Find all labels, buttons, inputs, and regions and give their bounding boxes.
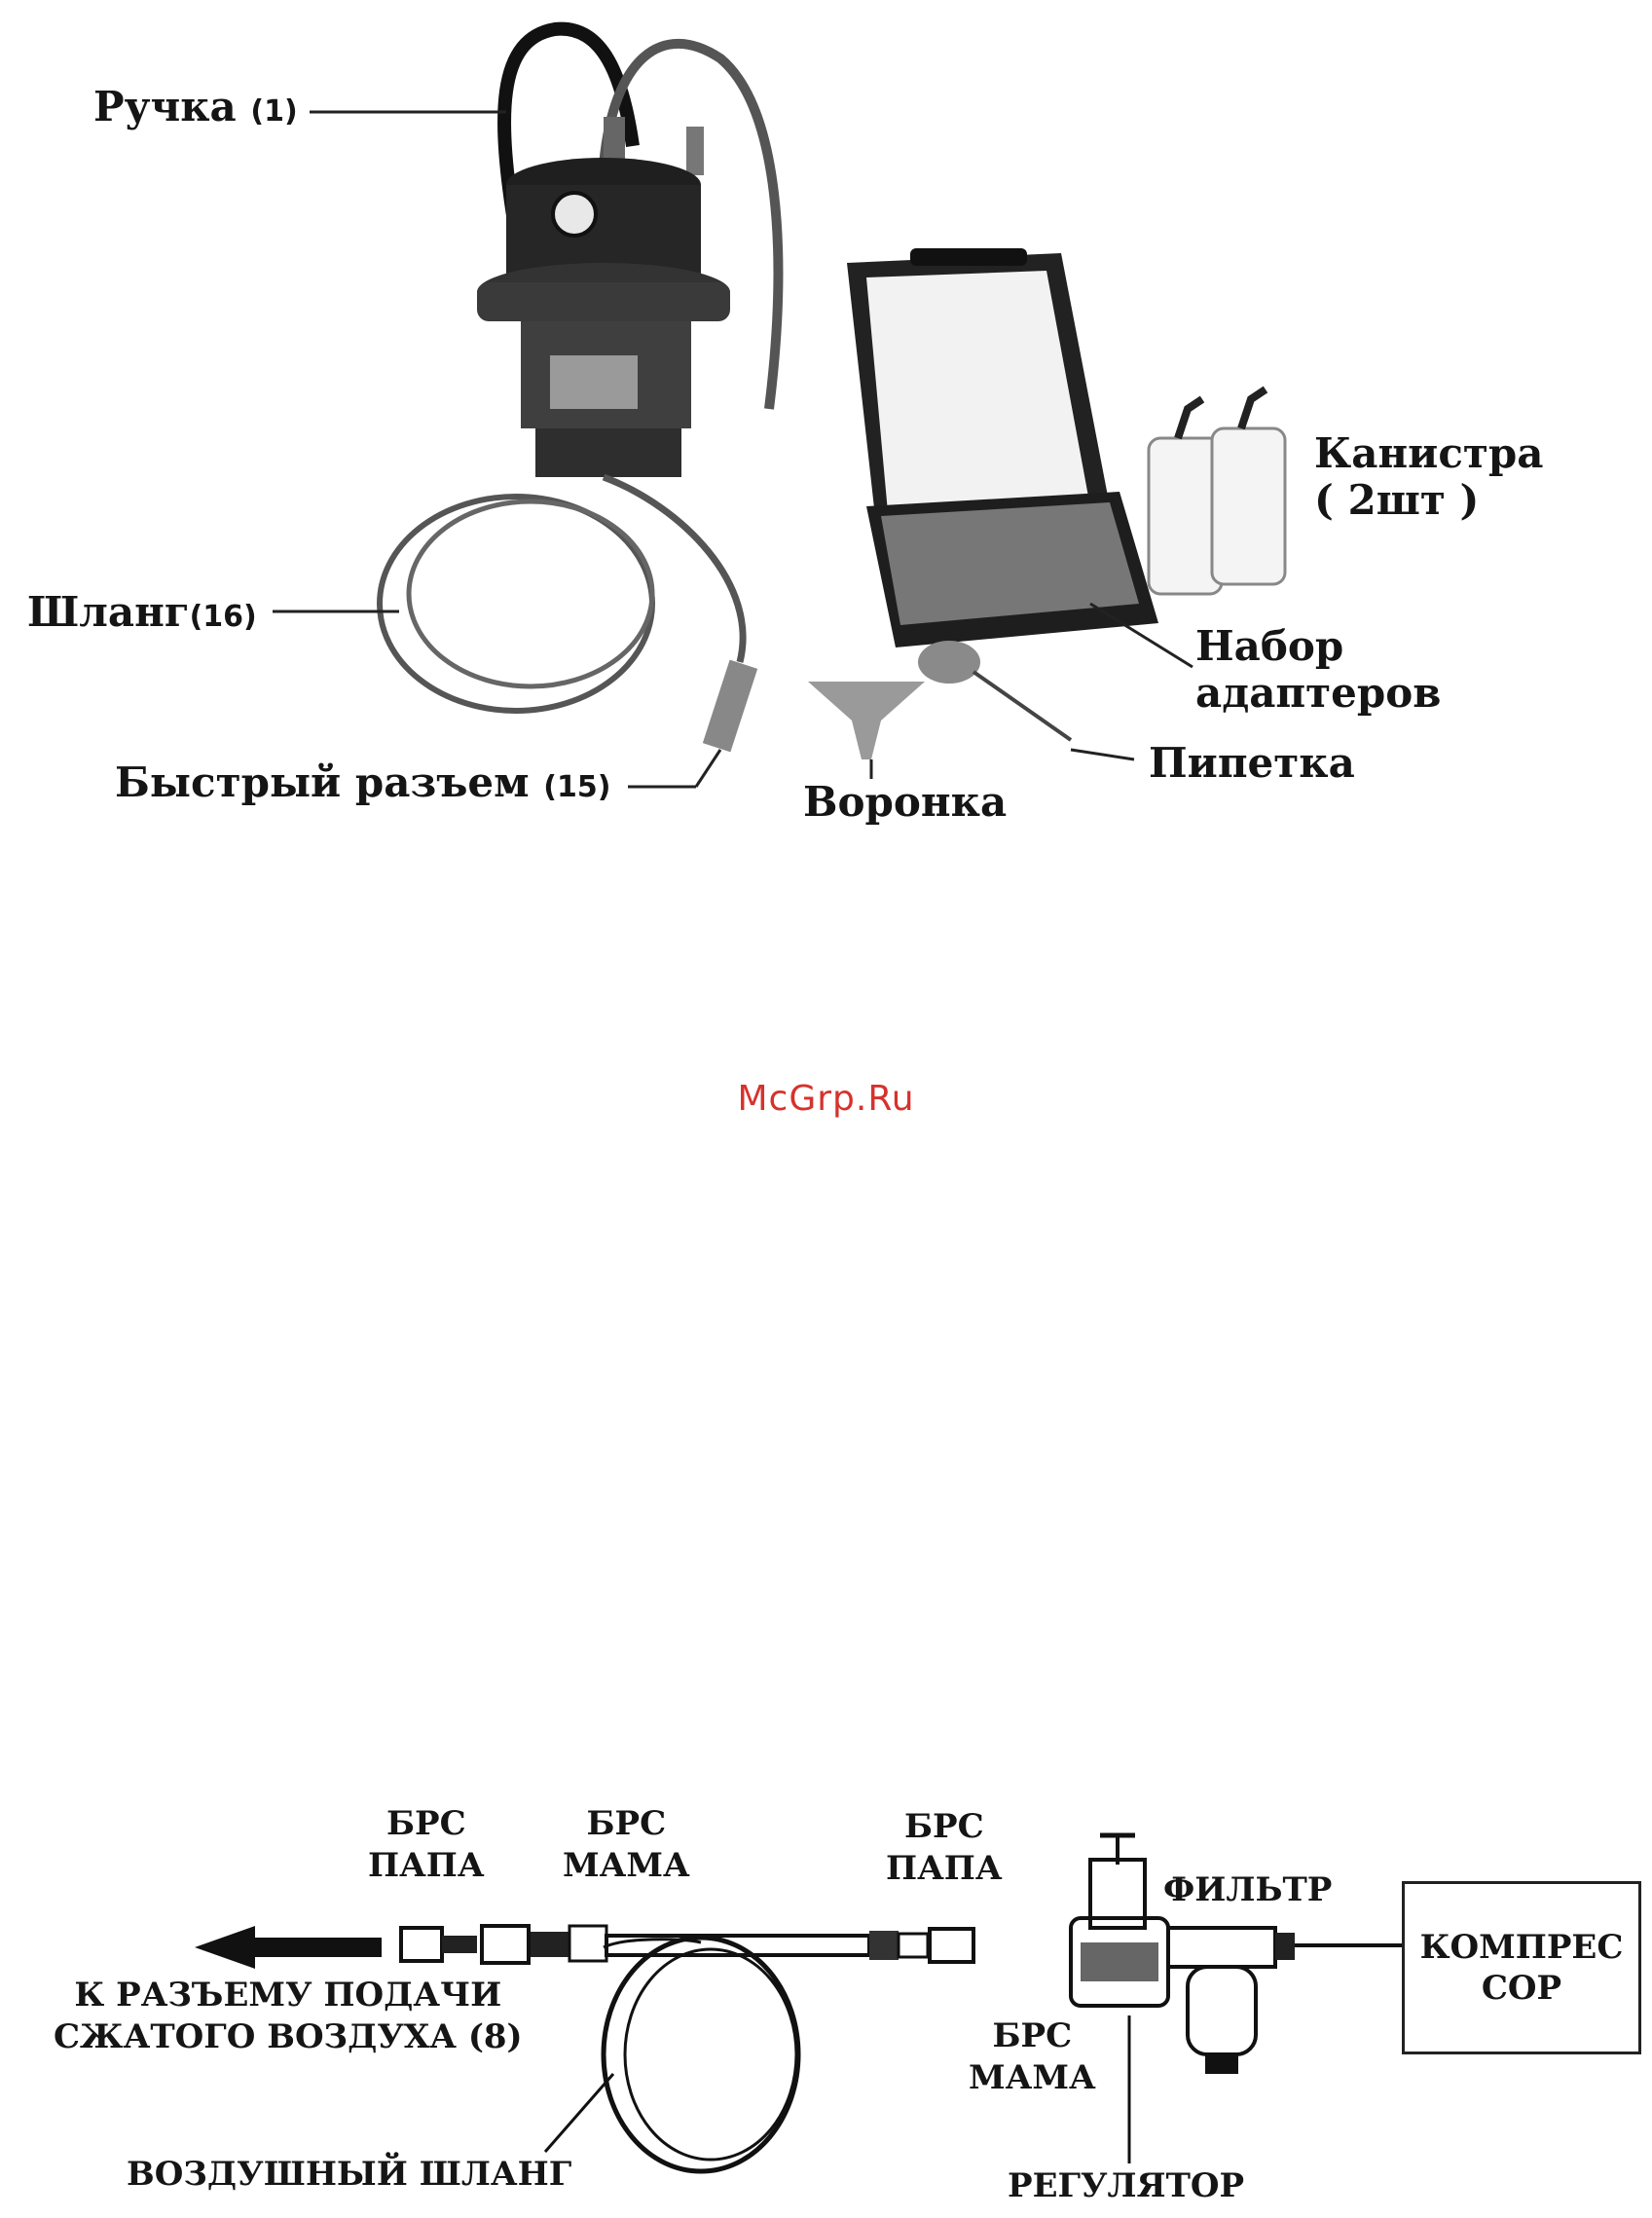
canister-2 [1212, 428, 1285, 584]
label-hose: Шланг(16) [27, 589, 257, 636]
label-filter: ФИЛЬТР [1163, 1869, 1332, 1911]
brs-papa-left-fitting [401, 1928, 442, 1961]
regulator-body [1090, 1860, 1145, 1928]
label-brs-papa-right: БРС ПАПА [886, 1806, 1003, 1889]
label-canister: Канистра ( 2шт ) [1314, 430, 1544, 525]
label-to-connector-line2: СЖАТОГО ВОЗДУХА (8) [54, 2016, 523, 2058]
label-regulator: РЕГУЛЯТОР [1008, 2165, 1244, 2207]
quick-connector [703, 660, 757, 753]
label-quick-text: Быстрый разъем [115, 758, 530, 806]
compressor-box: КОМПРЕС СОР [1402, 1881, 1641, 2054]
label-adapters-line1: Набор [1195, 623, 1441, 670]
label-pipette: Пипетка [1149, 740, 1355, 787]
label-hose-text: Шланг [27, 588, 190, 636]
label-hose-num: (16) [190, 600, 257, 634]
label-quick-num: (15) [543, 770, 610, 804]
label-compressor: КОМПРЕС СОР [1420, 1927, 1624, 2010]
air-hose-coil [604, 1938, 798, 2171]
label-quick-connector: Быстрый разъем (15) [115, 759, 610, 806]
brs-mama-left-fitting [482, 1926, 529, 1963]
gauge-icon [553, 193, 596, 236]
pipette-bulb [918, 641, 980, 684]
label-to-connector-line1: К РАЗЪЕМУ ПОДАЧИ [54, 1975, 523, 2016]
label-canister-line2: ( 2шт ) [1314, 477, 1544, 524]
label-compressor-line1: КОМПРЕС [1420, 1927, 1624, 1969]
filter-body [1168, 1928, 1275, 1967]
watermark: McGrp.Ru [0, 1079, 1652, 1119]
label-compressor-line2: СОР [1420, 1968, 1624, 2010]
funnel-icon [808, 682, 925, 759]
label-canister-line1: Канистра [1314, 430, 1544, 477]
brs-papa-right-fitting [930, 1929, 973, 1962]
label-brs-mama-right: БРС МАМА [969, 2015, 1096, 2098]
label-brs-mama-right-line1: БРС [969, 2015, 1096, 2057]
label-brs-mama-left-line2: МАМА [563, 1845, 690, 1887]
label-adapters-line2: адаптеров [1195, 670, 1441, 717]
coiled-hose [380, 497, 652, 711]
label-funnel: Воронка [803, 779, 1007, 826]
label-brs-mama-left: БРС МАМА [563, 1803, 690, 1886]
label-handle: Ручка (1) [93, 84, 298, 130]
label-brs-papa-left: БРС ПАПА [368, 1803, 485, 1886]
label-adapters: Набор адаптеров [1195, 623, 1441, 718]
label-brs-mama-right-line2: МАМА [969, 2057, 1096, 2099]
label-brs-papa-right-line2: ПАПА [886, 1848, 1003, 1890]
tank-flange [477, 282, 730, 321]
label-handle-num: (1) [250, 94, 297, 129]
label-air-hose: ВОЗДУШНЫЙ ШЛАНГ [127, 2154, 571, 2196]
label-to-connector: К РАЗЪЕМУ ПОДАЧИ СЖАТОГО ВОЗДУХА (8) [54, 1975, 523, 2057]
label-brs-papa-left-line1: БРС [368, 1803, 485, 1845]
label-brs-papa-right-line1: БРС [886, 1806, 1003, 1848]
arrow-left-icon [195, 1926, 382, 1969]
label-brs-papa-left-line2: ПАПА [368, 1845, 485, 1887]
label-handle-text: Ручка [93, 83, 237, 130]
label-brs-mama-left-line1: БРС [563, 1803, 690, 1845]
